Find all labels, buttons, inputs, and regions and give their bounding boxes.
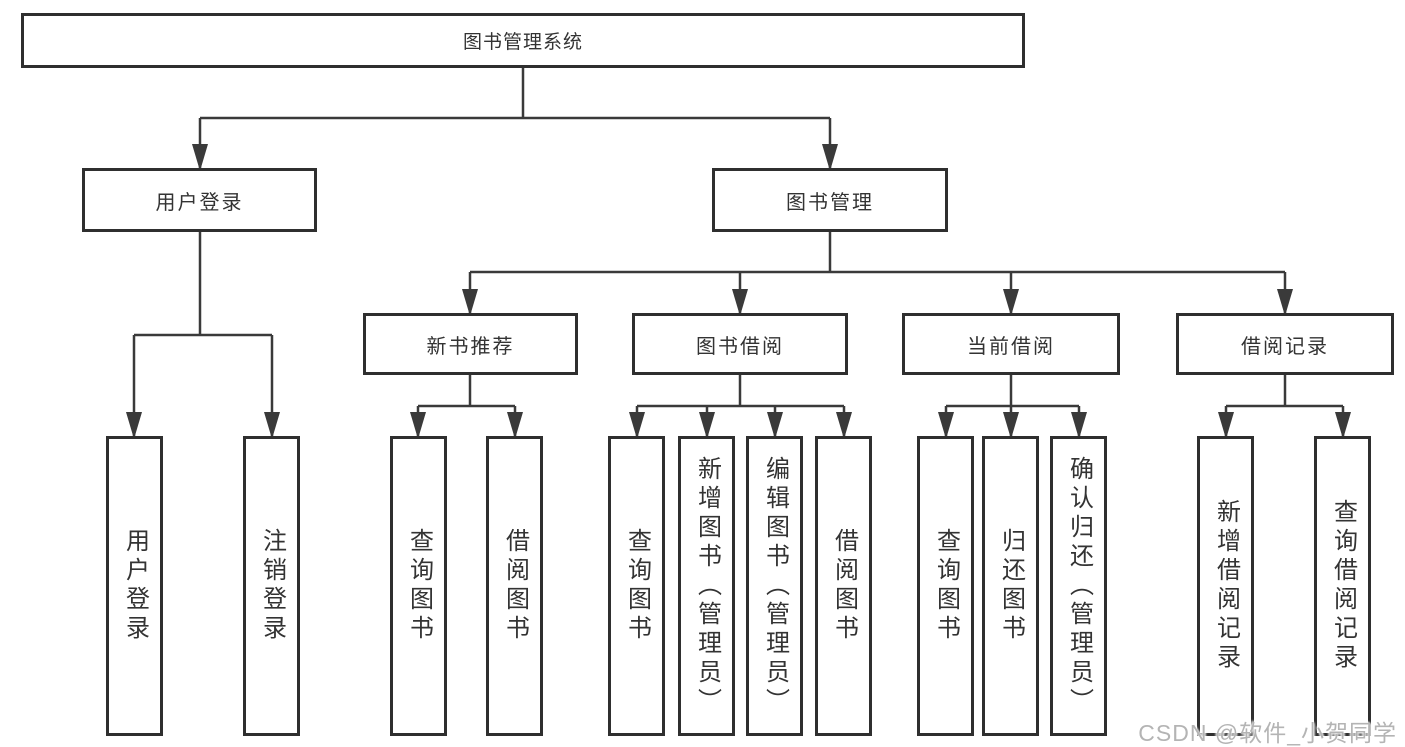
node-leaf-borrow-books-1: 借阅图书 [486, 436, 543, 736]
node-leaf-query-borrow-record-label: 查询借阅记录 [1329, 499, 1357, 673]
node-leaf-edit-books-admin-label: 编辑图书（管理员） [761, 455, 789, 717]
node-borrowing-records-label: 借阅记录 [1241, 335, 1329, 358]
node-user-login-label: 用户登录 [155, 191, 244, 214]
csdn-watermark: CSDN @软件_小贺同学 [1138, 720, 1397, 746]
connector-stroke-group [132, 68, 1345, 436]
node-leaf-borrow-books-2-label: 借阅图书 [830, 528, 858, 644]
node-leaf-query-books-1: 查询图书 [390, 436, 447, 736]
node-leaf-borrow-books-2: 借阅图书 [815, 436, 872, 736]
node-root: 图书管理系统 [21, 13, 1025, 68]
node-leaf-return-books: 归还图书 [982, 436, 1039, 736]
node-leaf-query-borrow-record: 查询借阅记录 [1314, 436, 1371, 736]
node-leaf-confirm-return-admin-label: 确认归还（管理员） [1065, 455, 1093, 717]
node-leaf-query-books-2-label: 查询图书 [623, 528, 651, 644]
node-leaf-user-login: 用户登录 [106, 436, 163, 736]
node-leaf-add-books-admin-label: 新增图书（管理员） [693, 455, 721, 717]
node-new-book-recommend-label: 新书推荐 [426, 335, 515, 358]
arrowhead-group [126, 144, 1351, 439]
node-current-borrowing-label: 当前借阅 [967, 335, 1055, 358]
node-root-label: 图书管理系统 [462, 32, 583, 53]
node-leaf-add-borrow-record-label: 新增借阅记录 [1212, 499, 1240, 673]
node-book-management: 图书管理 [712, 168, 948, 232]
node-leaf-add-books-admin: 新增图书（管理员） [678, 436, 735, 736]
node-new-book-recommend: 新书推荐 [363, 313, 578, 375]
node-leaf-user-login-label: 用户登录 [121, 528, 149, 644]
node-leaf-add-borrow-record: 新增借阅记录 [1197, 436, 1254, 736]
node-book-borrowing: 图书借阅 [632, 313, 848, 375]
node-leaf-return-books-label: 归还图书 [997, 528, 1025, 644]
node-current-borrowing: 当前借阅 [902, 313, 1120, 375]
node-leaf-logout: 注销登录 [243, 436, 300, 736]
node-user-login: 用户登录 [82, 168, 317, 232]
node-book-borrowing-label: 图书借阅 [696, 335, 784, 358]
node-borrowing-records: 借阅记录 [1176, 313, 1394, 375]
node-leaf-query-books-2: 查询图书 [608, 436, 665, 736]
node-leaf-confirm-return-admin: 确认归还（管理员） [1050, 436, 1107, 736]
node-leaf-query-books-3: 查询图书 [917, 436, 974, 736]
node-leaf-edit-books-admin: 编辑图书（管理员） [746, 436, 803, 736]
node-leaf-query-books-3-label: 查询图书 [932, 528, 960, 644]
node-leaf-query-books-1-label: 查询图书 [405, 528, 433, 644]
node-leaf-logout-label: 注销登录 [258, 528, 286, 644]
node-leaf-borrow-books-1-label: 借阅图书 [501, 528, 529, 644]
node-book-management-label: 图书管理 [786, 191, 874, 214]
